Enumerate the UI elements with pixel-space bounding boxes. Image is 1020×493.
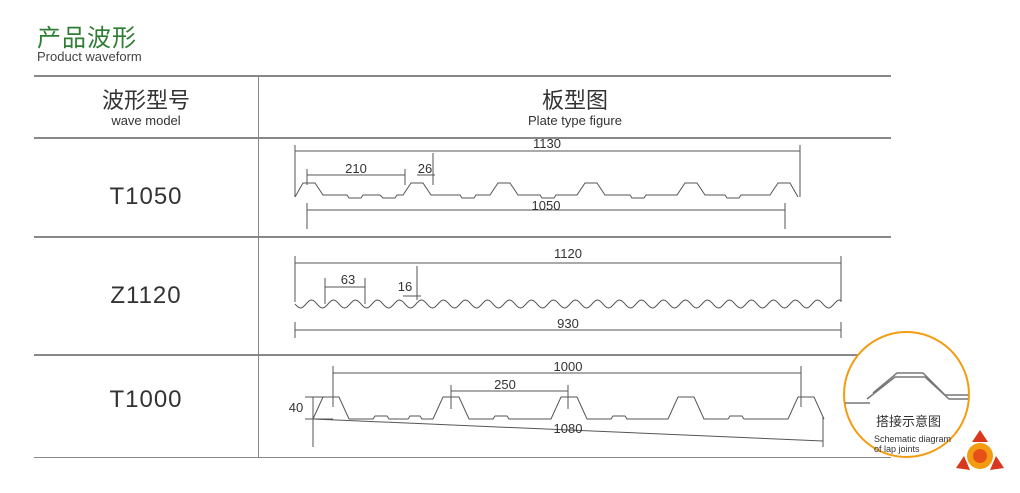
dim-effective-z1120: 930	[557, 316, 579, 331]
lap-joint-title: 搭接示意图	[876, 415, 942, 430]
header-plate-figure-en: Plate type figure	[528, 113, 622, 128]
plate-figure-z1120: 1120 63 16 930	[294, 246, 842, 338]
model-label-t1000: T1000	[109, 386, 183, 413]
header-wave-model-en: wave model	[111, 113, 181, 128]
row-divider	[34, 137, 891, 139]
plate-figure-t1000: 1000 250 40 1080	[289, 359, 825, 447]
lap-joint-sketch	[845, 372, 968, 404]
dim-total-t1050: 1130	[533, 137, 561, 151]
dim-height-t1000: 40	[289, 400, 303, 415]
lap-joint-subtitle-line1: Schematic diagram	[874, 434, 952, 444]
dim-pitch-z1120: 63	[341, 272, 355, 287]
page-subtitle: Product waveform	[37, 49, 142, 64]
row-divider	[34, 236, 891, 238]
dim-pitch-t1050: 210	[345, 161, 367, 176]
header-plate-figure-cn: 板型图	[541, 89, 608, 114]
lap-joint-diagram	[843, 331, 970, 458]
model-label-z1120: Z1120	[110, 282, 182, 309]
dim-total-t1000: 1000	[554, 359, 583, 374]
lap-joint-subtitle: Schematic diagram of lap joints	[874, 434, 951, 454]
waveform-table: 波形型号 wave model 板型图 Plate type figure T1…	[34, 75, 891, 458]
column-divider	[258, 77, 259, 457]
model-label-t1050: T1050	[109, 183, 183, 210]
header-wave-model-cn: 波形型号	[101, 89, 190, 114]
dim-total-z1120: 1120	[554, 246, 582, 261]
header-wave-model: 波形型号 wave model	[34, 90, 258, 128]
company-logo-icon	[956, 430, 1004, 470]
header-plate-figure: 板型图 Plate type figure	[259, 90, 891, 128]
lap-joint-subtitle-line2: of lap joints	[874, 444, 920, 454]
sine-wave	[294, 299, 842, 309]
dim-height-t1050: 26	[418, 161, 432, 176]
plate-figure-t1050: 1130 210 26 1050	[294, 137, 801, 229]
dim-height-z1120: 16	[398, 279, 412, 294]
dim-effective-t1000: 1080	[554, 421, 583, 436]
dim-effective-t1050: 1050	[532, 198, 561, 213]
row-divider	[34, 354, 891, 356]
page-title: 产品波形	[37, 24, 137, 52]
dim-pitch-t1000: 250	[494, 377, 516, 392]
